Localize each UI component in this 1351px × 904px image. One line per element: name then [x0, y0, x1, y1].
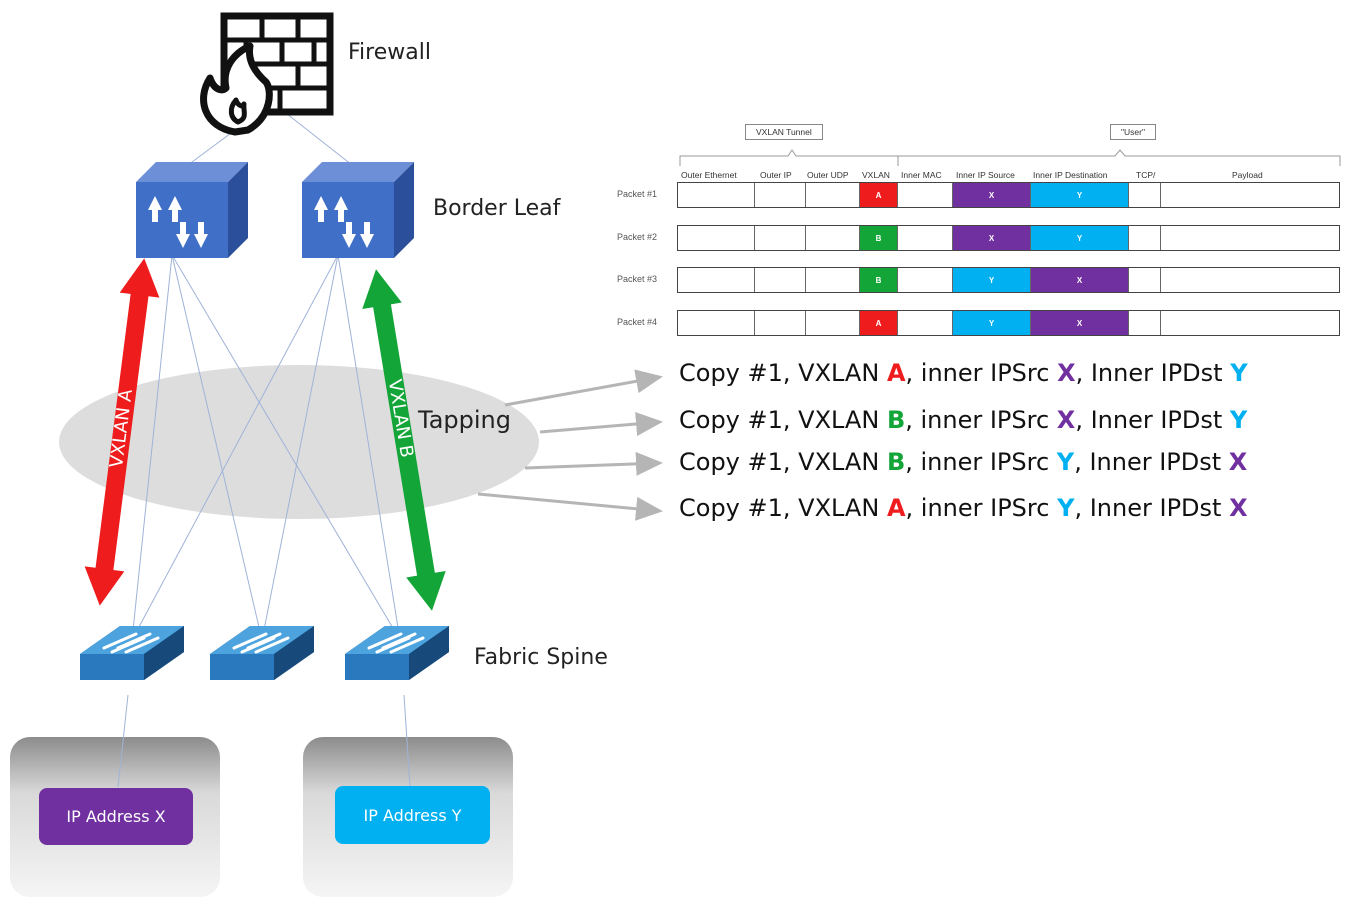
- packet-cell: [678, 311, 755, 335]
- copy-dst: X: [1228, 448, 1248, 476]
- copy-mid2: , Inner IPDst: [1074, 494, 1230, 522]
- copy-prefix: Copy #1, VXLAN: [679, 359, 887, 387]
- border-leaf-switch-icon: [136, 162, 248, 258]
- packet-label: Packet #4: [617, 317, 658, 327]
- copy-dst: X: [1229, 494, 1248, 522]
- copy-mid: , inner IPSrc: [905, 359, 1058, 387]
- packet-cell: [678, 226, 755, 250]
- copy-src: X: [1056, 406, 1076, 434]
- copy-line: Copy #1, VXLAN B, inner IPSrc Y, Inner I…: [679, 448, 1247, 476]
- header-vxlan: VXLAN: [862, 170, 890, 180]
- host-y-box: IP Address Y: [335, 786, 490, 844]
- packet-cell: [678, 183, 755, 207]
- copy-dst: Y: [1229, 406, 1248, 434]
- header-payload: Payload: [1232, 170, 1263, 180]
- copy-mid: , inner IPSrc: [905, 494, 1058, 522]
- packet-cell: [755, 183, 806, 207]
- packet-cell: [898, 226, 953, 250]
- packet-cell: [1129, 311, 1161, 335]
- copy-vxlan: B: [886, 448, 906, 476]
- fabric-spine-label: Fabric Spine: [474, 645, 608, 670]
- firewall-label: Firewall: [348, 40, 431, 65]
- packet-cell: [806, 183, 860, 207]
- packet-src-cell: Y: [953, 268, 1031, 292]
- packet-cell: [1129, 226, 1161, 250]
- copy-src: Y: [1056, 448, 1075, 476]
- copy-mid: , inner IPSrc: [905, 406, 1057, 434]
- packet-dst-cell: Y: [1031, 226, 1129, 250]
- packet-label: Packet #3: [617, 274, 658, 284]
- user-box: "User": [1110, 124, 1156, 140]
- header-inner-ip-source: Inner IP Source: [956, 170, 1015, 180]
- packet-dst-cell: X: [1031, 311, 1129, 335]
- border-leaf-switch-icon: [302, 162, 414, 258]
- header-braces: [679, 149, 1341, 166]
- header-tcp: TCP/: [1136, 170, 1156, 180]
- packet-cell: [898, 311, 953, 335]
- packet-dst-cell: Y: [1031, 183, 1129, 207]
- copy-prefix: Copy #1, VXLAN: [679, 494, 887, 522]
- copy-src: X: [1057, 359, 1076, 387]
- packet-label: Packet #2: [617, 232, 658, 242]
- packet-src-cell: X: [953, 226, 1031, 250]
- header-inner-mac: Inner MAC: [901, 170, 942, 180]
- copy-mid2: , Inner IPDst: [1075, 359, 1231, 387]
- copy-mid2: , Inner IPDst: [1075, 406, 1230, 434]
- header-outer-ethernet: Outer Ethernet: [681, 170, 737, 180]
- host-x-box: IP Address X: [39, 788, 193, 845]
- tapping-label: Tapping: [418, 406, 511, 434]
- packet-vxlan-cell: A: [860, 183, 898, 207]
- fabric-spine-switch-icon: [345, 626, 449, 680]
- firewall-icon: [200, 12, 334, 136]
- fabric-spine-switch-icon: [210, 626, 314, 680]
- packet-cell: [755, 226, 806, 250]
- vxlan-tunnel-box: VXLAN Tunnel: [745, 124, 823, 140]
- copy-line: Copy #1, VXLAN B, inner IPSrc X, Inner I…: [679, 406, 1247, 434]
- copy-mid: , inner IPSrc: [905, 448, 1057, 476]
- border-leaf-label: Border Leaf: [433, 196, 561, 221]
- packet-src-cell: X: [953, 183, 1031, 207]
- vxlan-b-arrow: [362, 269, 446, 611]
- packet-src-cell: Y: [953, 311, 1031, 335]
- fabric-spine-switch-icon: [80, 626, 184, 680]
- packet-cell: [678, 268, 755, 292]
- packet-cell: [898, 268, 953, 292]
- packet-cell: [755, 311, 806, 335]
- packet-vxlan-cell: B: [860, 226, 898, 250]
- header-outer-udp: Outer UDP: [807, 170, 849, 180]
- header-inner-ip-destination: Inner IP Destination: [1033, 170, 1108, 180]
- packet-cell: [806, 268, 860, 292]
- copy-dst: Y: [1230, 359, 1248, 387]
- packet-cell: [1129, 183, 1161, 207]
- copy-line: Copy #1, VXLAN A, inner IPSrc Y, Inner I…: [679, 494, 1248, 522]
- copy-vxlan: A: [886, 359, 906, 387]
- packet-vxlan-cell: B: [860, 268, 898, 292]
- packet-label: Packet #1: [617, 189, 658, 199]
- copy-line: Copy #1, VXLAN A, inner IPSrc X, Inner I…: [679, 359, 1248, 387]
- copy-vxlan: A: [886, 494, 906, 522]
- copy-src: Y: [1057, 494, 1075, 522]
- packet-cell: [898, 183, 953, 207]
- header-outer-ip: Outer IP: [760, 170, 792, 180]
- packet-cell: [1129, 268, 1161, 292]
- packet-dst-cell: X: [1031, 268, 1129, 292]
- copy-vxlan: B: [886, 406, 906, 434]
- copy-prefix: Copy #1, VXLAN: [679, 406, 887, 434]
- copy-prefix: Copy #1, VXLAN: [679, 448, 887, 476]
- vxlan-a-arrow: [84, 258, 160, 606]
- packet-cell: [755, 268, 806, 292]
- packet-vxlan-cell: A: [860, 311, 898, 335]
- packet-cell: [806, 311, 860, 335]
- copy-mid2: , Inner IPDst: [1074, 448, 1229, 476]
- packet-cell: [806, 226, 860, 250]
- tap-arrows: [477, 369, 663, 521]
